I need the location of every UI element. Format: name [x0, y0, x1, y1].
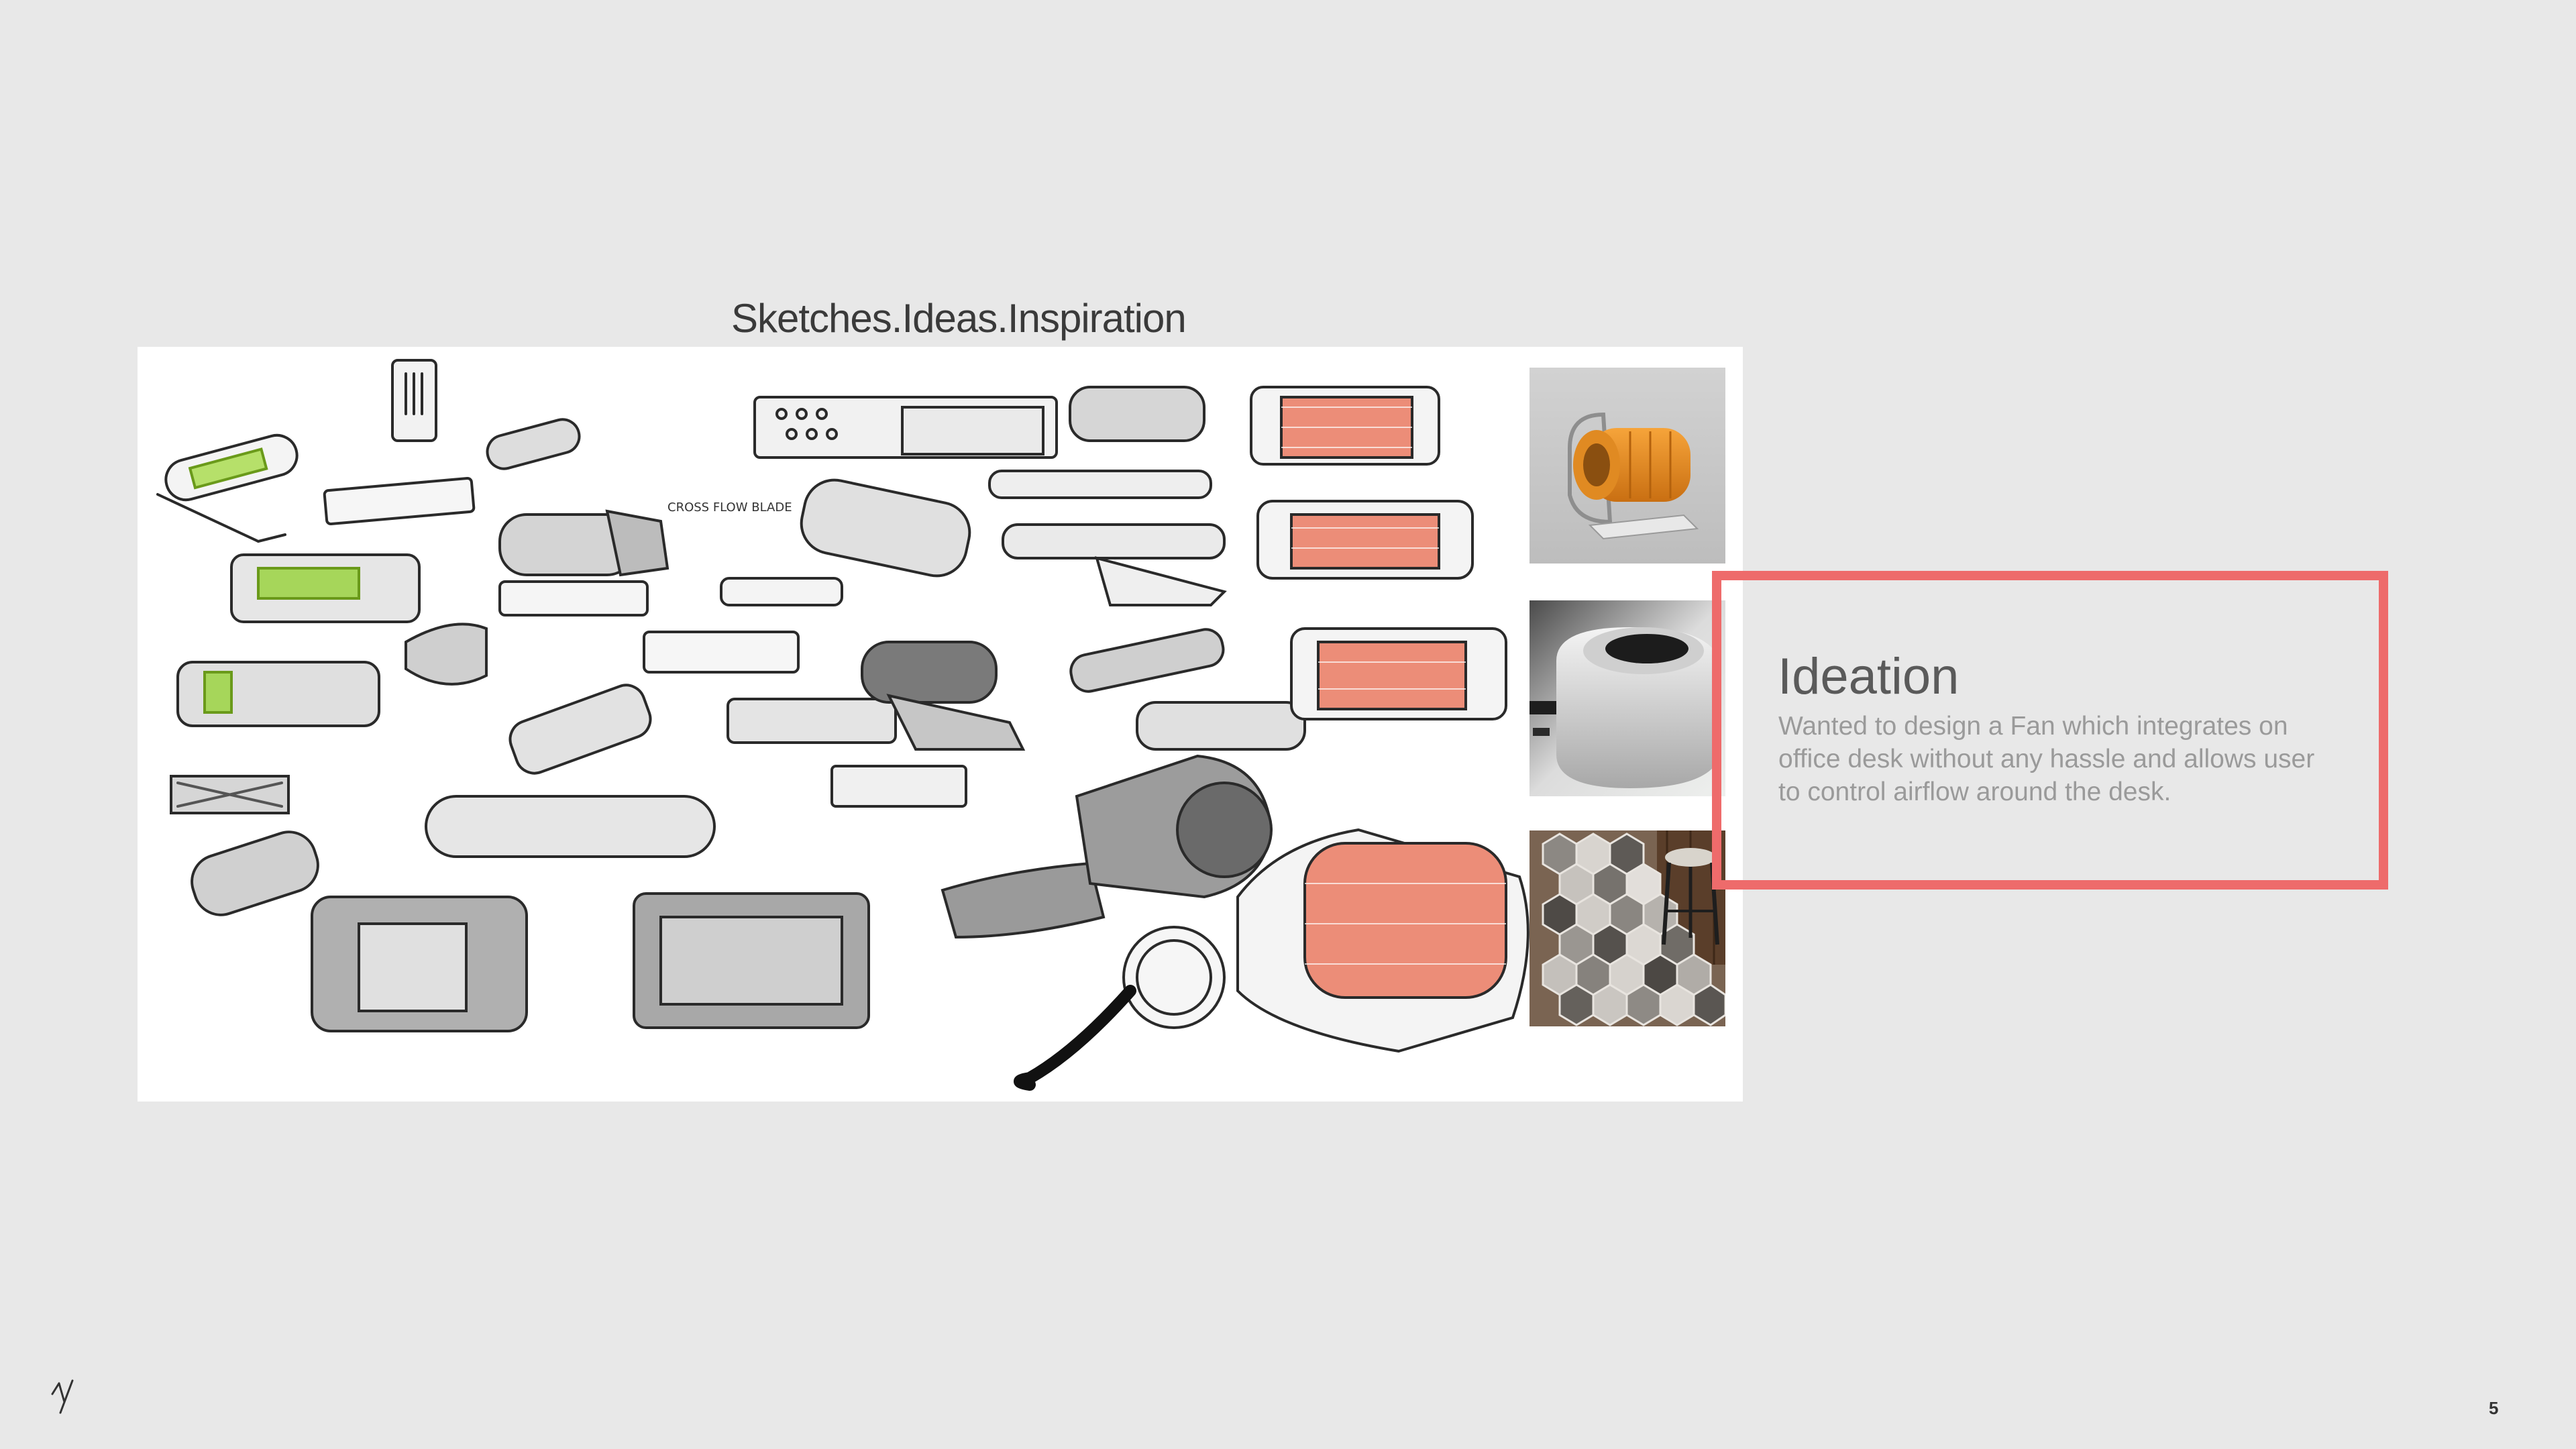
ideation-description: Wanted to design a Fan which integrates … [1778, 712, 2315, 806]
hexagon-tile-floor-with-stool [1529, 830, 1725, 1026]
page-number: 5 [2489, 1398, 2499, 1418]
sketch-collage: CROSS FLOW BLADE [138, 347, 1743, 1102]
orange-desk-fan-render [1529, 368, 1725, 564]
silver-round-device-render [1529, 600, 1725, 796]
brand-logo-icon [51, 1379, 74, 1414]
ideation-title: Ideation [1778, 648, 1960, 705]
sketch-annotation: CROSS FLOW BLADE [667, 500, 792, 515]
ideation-highlight-frame [1712, 571, 2388, 890]
section-heading: Sketches.Ideas.Inspiration [731, 296, 1187, 341]
